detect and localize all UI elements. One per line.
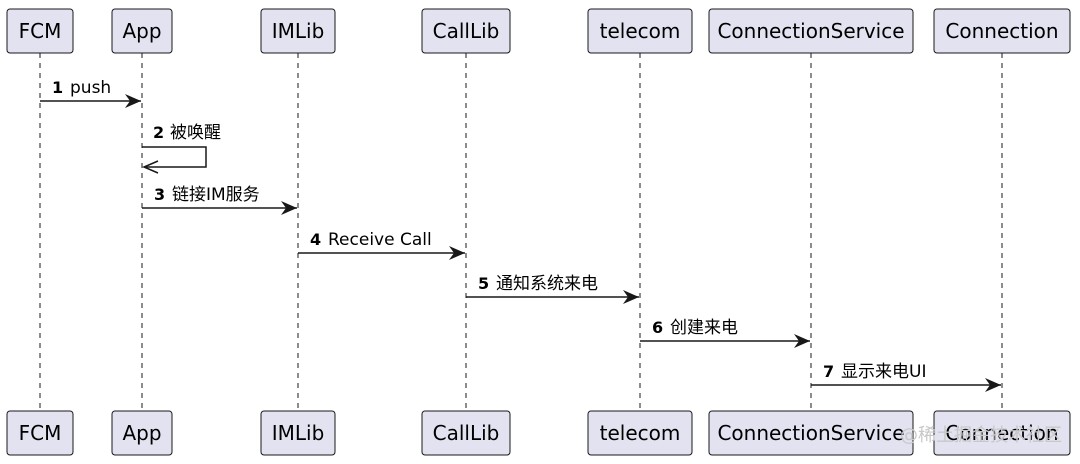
participant-box-fcm-top [6, 8, 74, 54]
participant-label-app-top: App [122, 19, 161, 43]
message-number: 1 [52, 78, 63, 97]
message-arrowhead [125, 94, 141, 108]
message-line [142, 146, 207, 168]
message-number: 6 [652, 318, 663, 337]
message-2: 2 被唤醒 [142, 123, 221, 174]
participant-box-app-top [111, 8, 173, 54]
message-label: 通知系统来电 [496, 274, 598, 294]
message-number: 3 [154, 185, 165, 204]
participant-box-imlib-bottom [260, 410, 336, 456]
participant-box-telecom-top [587, 8, 693, 54]
participant-box-imlib-top [260, 8, 336, 54]
message-label: 链接IM服务 [172, 185, 260, 205]
message-arrowhead [794, 334, 810, 348]
messages: 1 push 2 被唤醒 3 链接IM服务 4 Receive Call 5 通知系统来电 6 创建来… [40, 78, 1001, 392]
message-label: Receive Call [328, 230, 432, 250]
participant-box-connectionservice-top [708, 8, 914, 54]
message-arrowhead [142, 160, 159, 174]
message-number: 5 [478, 274, 489, 293]
message-label: 创建来电 [670, 318, 738, 338]
participant-box-connectionservice-bottom [708, 410, 914, 456]
message-label: push [70, 78, 111, 98]
message-number: 4 [310, 230, 321, 249]
participant-label-fcm-top: FCM [19, 19, 62, 43]
lifelines [39, 53, 1003, 411]
participant-label-connectionservice-top: ConnectionService [717, 19, 904, 43]
participant-box-connection-top [933, 8, 1071, 54]
message-1: 1 push [40, 78, 141, 108]
participant-label-calllib-top: CallLib [433, 19, 500, 43]
participant-box-calllib-top [421, 8, 511, 54]
message-label: 被唤醒 [170, 123, 221, 143]
participant-box-telecom-bottom [587, 410, 693, 456]
participant-boxes: FCMFCMAppAppIMLibIMLibCallLibCallLibtele… [6, 8, 1071, 456]
participant-label-imlib-bottom: IMLib [272, 421, 325, 445]
message-arrowhead [281, 201, 297, 215]
participant-label-telecom-bottom: telecom [600, 421, 681, 445]
message-arrowhead [623, 290, 639, 304]
participant-box-connection-bottom [933, 410, 1071, 456]
participant-label-connection-top: Connection [945, 19, 1058, 43]
participant-box-fcm-bottom [6, 410, 74, 456]
participant-label-telecom-top: telecom [600, 19, 681, 43]
message-number: 2 [153, 123, 164, 142]
message-arrowhead [985, 378, 1001, 392]
participant-label-fcm-bottom: FCM [19, 421, 62, 445]
participant-label-connectionservice-bottom: ConnectionService [717, 421, 904, 445]
watermark: @稀土掘金技术社区 [900, 425, 1062, 446]
message-5: 5 通知系统来电 [466, 274, 639, 304]
participant-label-app-bottom: App [122, 421, 161, 445]
participant-box-calllib-bottom [421, 410, 511, 456]
participant-label-imlib-top: IMLib [272, 19, 325, 43]
message-number: 7 [823, 362, 834, 381]
message-4: 4 Receive Call [298, 230, 465, 260]
participant-box-app-bottom [111, 410, 173, 456]
message-arrowhead [449, 246, 465, 260]
message-6: 6 创建来电 [640, 318, 810, 348]
message-7: 7 显示来电UI [811, 362, 1001, 392]
participant-label-calllib-bottom: CallLib [433, 421, 500, 445]
message-3: 3 链接IM服务 [142, 185, 297, 215]
participant-label-connection-bottom: Connection [945, 421, 1058, 445]
message-label: 显示来电UI [841, 362, 926, 382]
